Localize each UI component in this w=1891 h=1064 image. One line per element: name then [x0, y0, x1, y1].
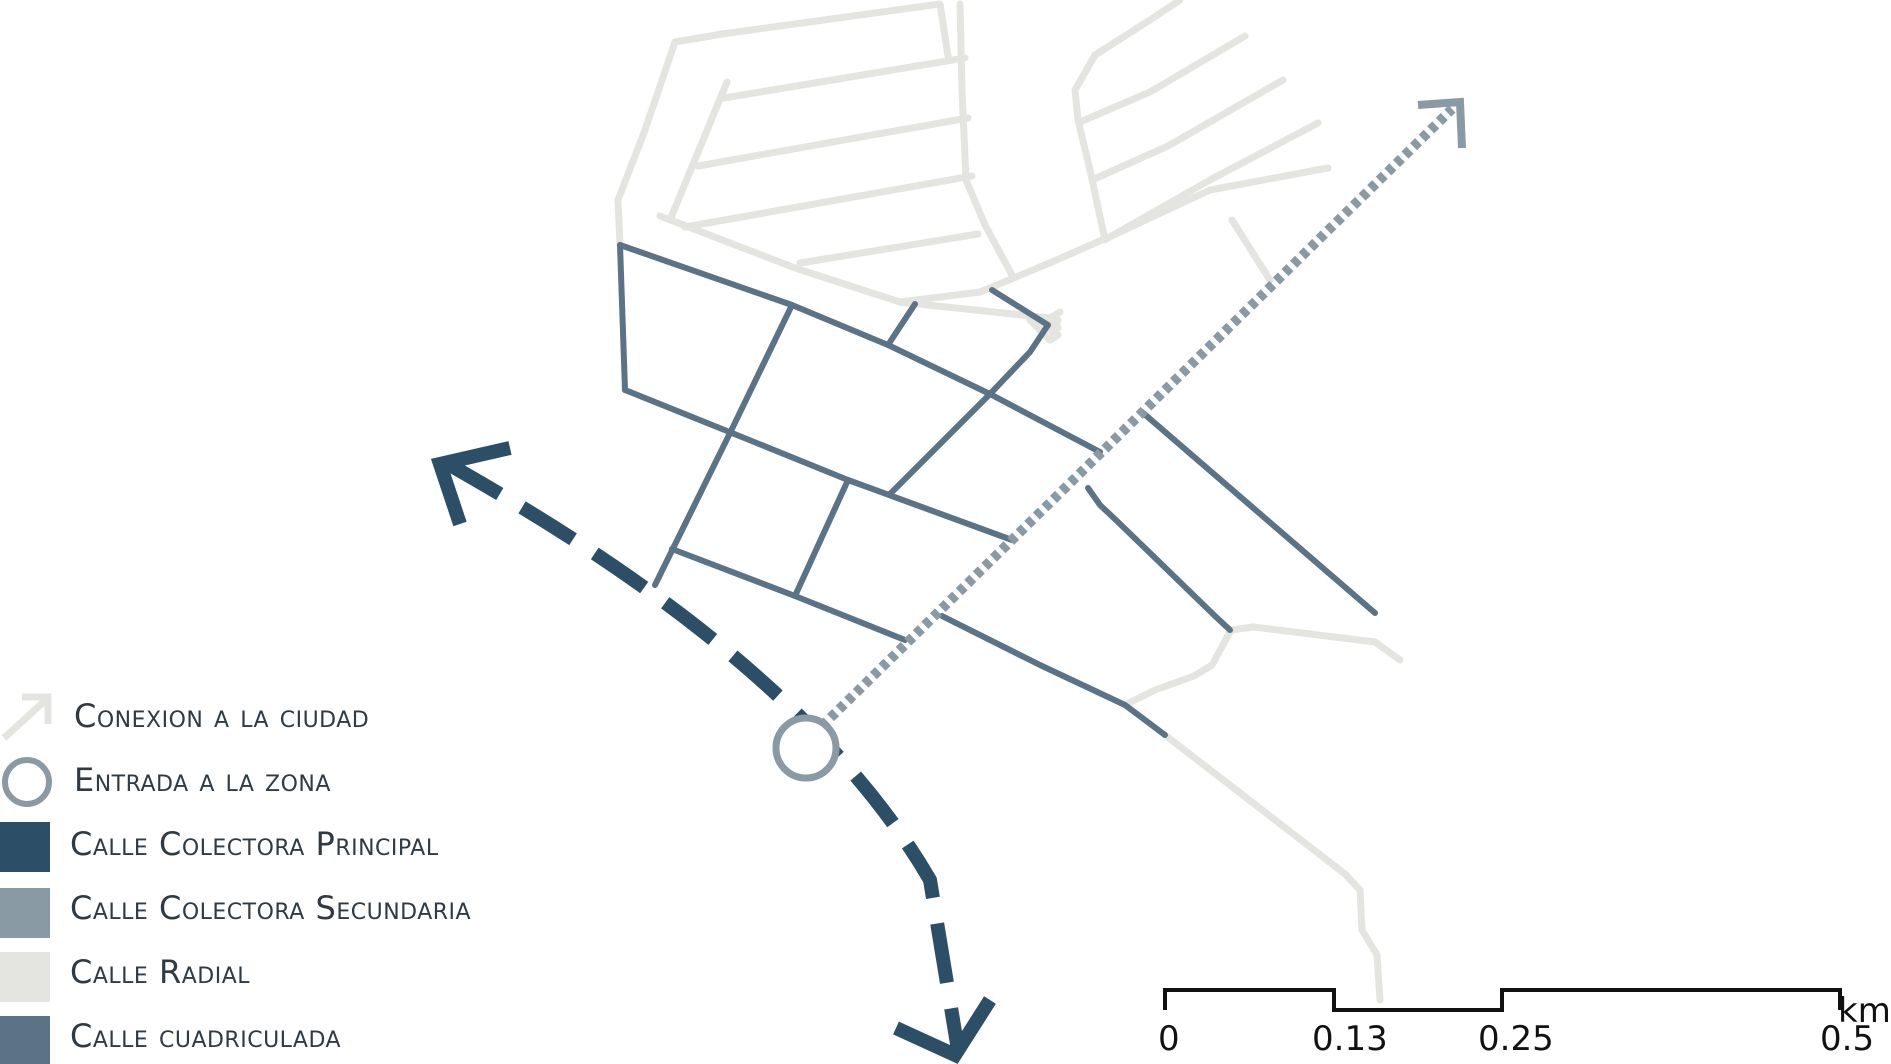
grid-street: [617, 242, 628, 393]
radial-street: [1121, 626, 1235, 709]
legend-label-radial: Calle Radial: [70, 953, 250, 991]
main-collector-arrow-head-s: [893, 996, 996, 1064]
grid-street: [887, 287, 1051, 497]
city-connection-legend-icon: [1, 693, 52, 741]
legend-icons: [1, 693, 52, 807]
scale-tick-3: 0.5: [1820, 1019, 1875, 1059]
scale-bar: [1163, 988, 1842, 1012]
legend-label-entrada: Entrada a la zona: [74, 761, 331, 799]
secondary-collector: [818, 97, 1466, 730]
radial-street: [1071, 0, 1184, 244]
radial-street: [796, 230, 982, 267]
city-connection-arrow-head: [1417, 97, 1466, 149]
secundaria-legend-swatch: [0, 888, 50, 938]
grid-street: [1085, 485, 1233, 633]
radial-street: [666, 78, 731, 224]
grid-street: [617, 242, 1103, 455]
main-collector-street: [444, 457, 965, 1052]
scale-tick-1: 0.13: [1312, 1019, 1388, 1059]
scale-tick-2: 0.25: [1478, 1019, 1554, 1059]
grid-street: [1139, 409, 1378, 616]
grid-street: [885, 301, 918, 348]
radial-street: [1088, 76, 1287, 184]
radial-street: [614, 0, 952, 249]
zone-entrance-marker: [772, 714, 840, 782]
radial-street: [1026, 316, 1054, 344]
radial-streets: [614, 0, 1404, 1004]
grid-street: [939, 613, 1168, 738]
scale-tick-0: 0: [1158, 1019, 1180, 1059]
scale-bar-line: [1163, 988, 1842, 1012]
radial-street: [694, 114, 972, 170]
radial-street: [656, 164, 1332, 306]
radial-street: [1161, 731, 1384, 1004]
radial-legend-swatch: [0, 952, 50, 1002]
radial-street: [896, 298, 1054, 322]
zone-entrance-legend-icon: [2, 757, 52, 807]
radial-street: [1228, 216, 1274, 284]
grid-street: [622, 387, 1015, 543]
radial-street: [681, 172, 976, 231]
scale-unit: km: [1838, 991, 1891, 1031]
legend-label-conexion: Conexion a la ciudad: [74, 697, 370, 735]
secondary-collector-street: [818, 105, 1456, 730]
grid-street: [652, 302, 795, 588]
main-collector: [430, 441, 996, 1064]
radial-street: [1104, 119, 1322, 242]
radial-street: [1046, 316, 1062, 332]
main-collector-arrow-head-nw: [430, 441, 512, 527]
grid-street: [792, 477, 851, 599]
legend-label-principal: Calle Colectora Principal: [70, 825, 439, 863]
radial-street: [1076, 32, 1249, 126]
legend-label-cuadriculada: Calle cuadriculada: [70, 1017, 342, 1055]
radial-street: [1227, 623, 1404, 664]
principal-legend-swatch: [0, 822, 50, 872]
cuadriculada-legend-swatch: [0, 1016, 50, 1064]
legend-label-secundaria: Calle Colectora Secundaria: [70, 889, 472, 927]
grid-streets: [617, 242, 1378, 738]
radial-street: [720, 54, 969, 102]
